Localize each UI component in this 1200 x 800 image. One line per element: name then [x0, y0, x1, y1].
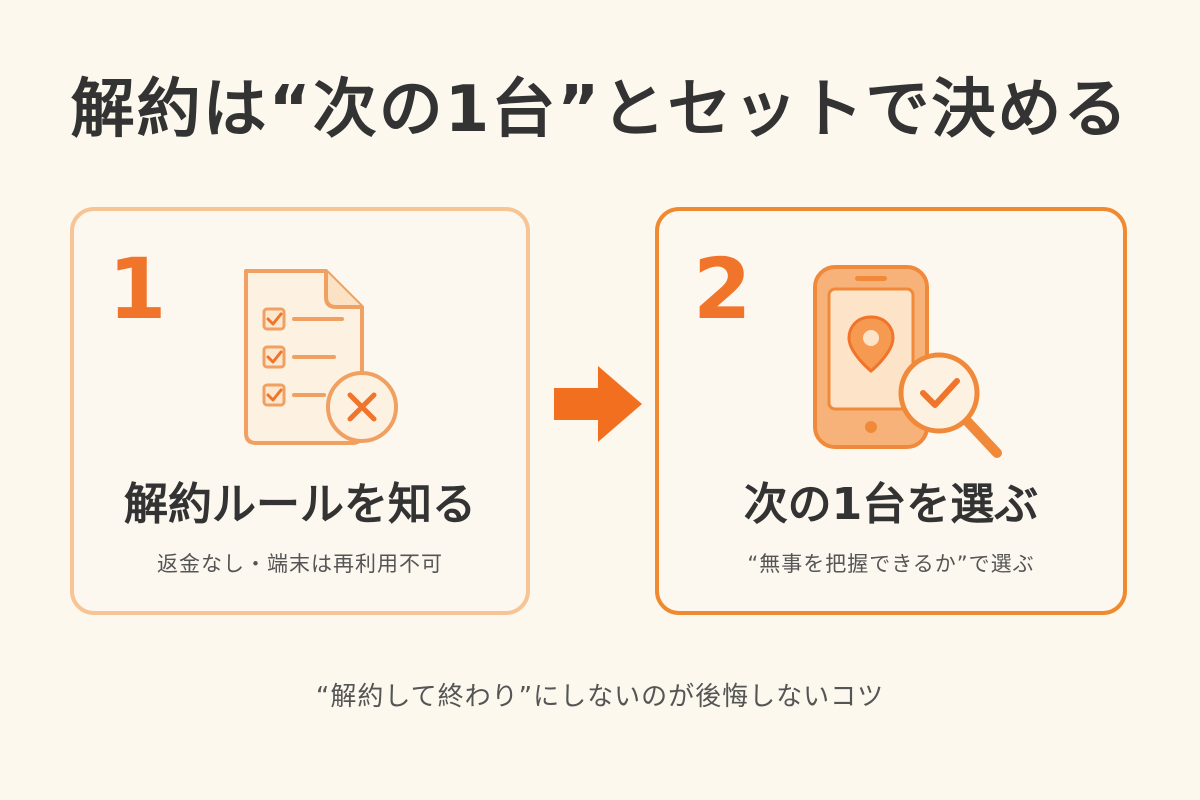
page-title: 解約は“次の1台”とセットで決める — [70, 73, 1130, 147]
phone-location-search-check-icon — [809, 263, 1009, 463]
step-title: 解約ルールを知る — [124, 479, 476, 530]
step-card-know-rules: 1 解約ルールを知る 返金なし・端末は再利用不可 — [70, 207, 530, 615]
footer-note: “解約して終わり”にしないのが後悔しないコツ — [315, 682, 885, 712]
checklist-document-cancel-icon — [234, 263, 414, 453]
right-arrow-icon — [552, 362, 644, 446]
step-subtitle: “無事を把握できるか”で選ぶ — [747, 552, 1035, 576]
step-number: 1 — [108, 240, 167, 338]
step-subtitle: 返金なし・端末は再利用不可 — [157, 552, 443, 576]
step-card-choose-next: 2 次の1台を選ぶ “無事を把握できるか”で選ぶ — [655, 207, 1127, 615]
step-title: 次の1台を選ぶ — [743, 479, 1039, 530]
step-number: 2 — [693, 240, 752, 338]
